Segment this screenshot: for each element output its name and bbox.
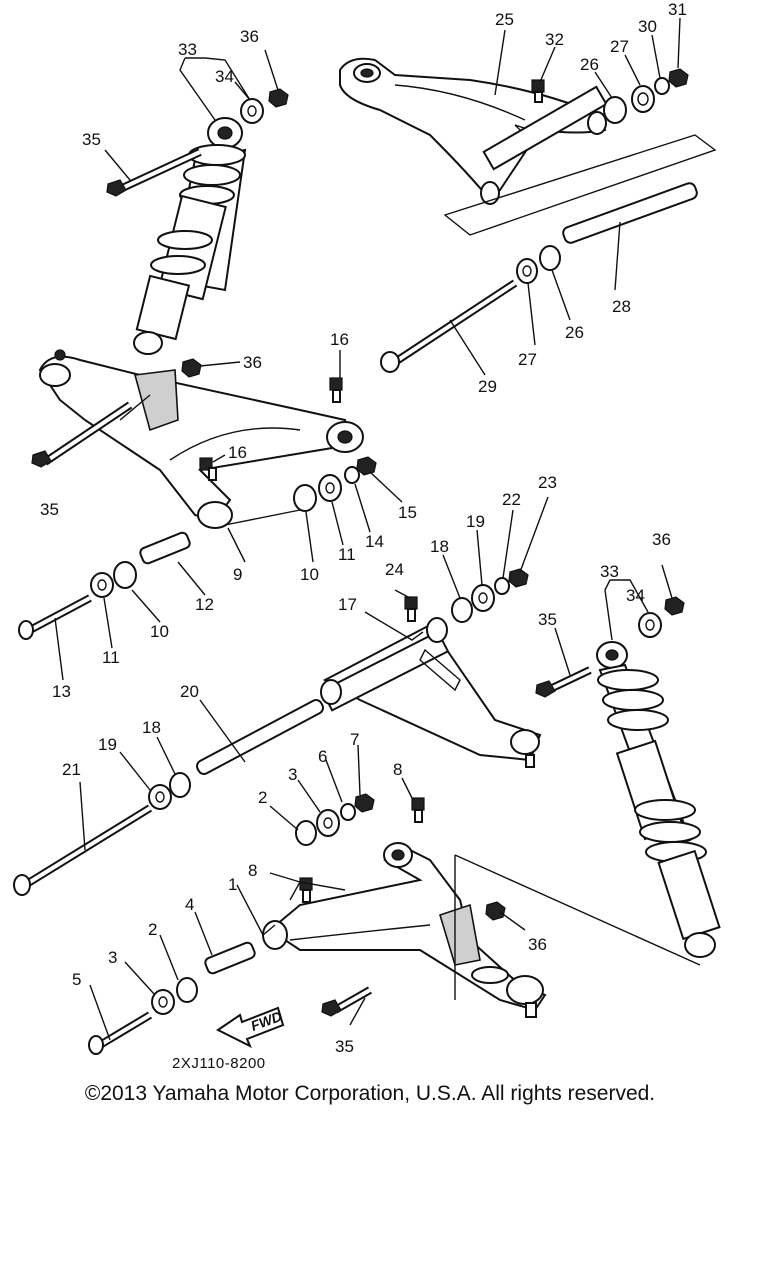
collar-20 <box>196 699 324 775</box>
bushing-set-18-23 <box>451 568 529 623</box>
bushing-set-2-7 <box>295 793 375 846</box>
grease-nipple-8-left <box>299 877 313 903</box>
callout-24: 24 <box>385 560 404 579</box>
callout-35b: 35 <box>40 500 59 519</box>
callout-19: 19 <box>466 512 485 531</box>
nut-36-upper <box>268 88 289 108</box>
callout-31: 31 <box>668 0 687 19</box>
callout-13: 13 <box>52 682 71 701</box>
bushing-2-3-lower <box>151 977 198 1015</box>
callout-36b: 36 <box>243 353 262 372</box>
shock-absorber-33-lower <box>596 641 721 958</box>
callout-35c: 35 <box>538 610 557 629</box>
bolt-35-right <box>535 666 592 698</box>
grease-nipple-32 <box>531 79 545 103</box>
callout-3: 3 <box>288 765 297 784</box>
callout-18b: 18 <box>142 718 161 737</box>
callout-5: 5 <box>72 970 81 989</box>
callout-11b: 11 <box>102 648 120 667</box>
copyright-notice: ©2013 Yamaha Motor Corporation, U.S.A. A… <box>84 1082 656 1105</box>
callout-34: 34 <box>215 67 234 86</box>
bolt-35-upper <box>106 148 202 197</box>
callout-26b: 26 <box>565 323 584 342</box>
callout-19b: 19 <box>98 735 117 754</box>
callout-36d: 36 <box>528 935 547 954</box>
bolt-21 <box>13 804 153 896</box>
bushing-set-10-15 <box>293 456 377 512</box>
callout-10: 10 <box>300 565 319 584</box>
lower-arm-left-9 <box>38 349 364 529</box>
bushing-set-top <box>603 68 689 124</box>
bolt-5 <box>88 1011 153 1055</box>
collar-12 <box>139 531 191 565</box>
callout-4: 4 <box>185 895 194 914</box>
bushing-34-upper <box>240 98 264 124</box>
callout-10b: 10 <box>150 622 169 641</box>
drawing-code: 2XJ110-8200 <box>172 1055 266 1072</box>
callout-2b: 2 <box>148 920 157 939</box>
callout-7: 7 <box>350 730 359 749</box>
callout-16: 16 <box>330 330 349 349</box>
bushing-34-lower <box>638 612 662 638</box>
callout-3b: 3 <box>108 948 117 967</box>
collar-4 <box>204 941 256 975</box>
upper-arm-17 <box>320 617 542 768</box>
callout-29: 29 <box>478 377 497 396</box>
callout-30: 30 <box>638 17 657 36</box>
grease-nipple-8-right <box>411 797 425 823</box>
bushing-10-11-lower <box>90 561 137 598</box>
bolt-35-bottom <box>321 986 372 1017</box>
grease-nipple-16-upper <box>329 377 343 403</box>
bolt-13 <box>18 594 92 640</box>
exploded-parts-diagram: FWD 2XJ110-8200 <box>13 0 721 1072</box>
callout-33b: 33 <box>600 562 619 581</box>
fwd-arrow-icon: FWD <box>216 1006 285 1049</box>
callout-1: 1 <box>228 875 237 894</box>
callout-12: 12 <box>195 595 214 614</box>
callout-36c: 36 <box>652 530 671 549</box>
bolt-29 <box>380 279 518 373</box>
callout-9: 9 <box>233 565 242 584</box>
callout-8: 8 <box>393 760 402 779</box>
collar-28 <box>562 182 698 244</box>
callout-33: 33 <box>178 40 197 59</box>
nut-36-right <box>664 596 685 616</box>
grease-nipple-16-lower <box>199 457 217 481</box>
bushing-set-lower <box>516 245 561 284</box>
callout-labels: 25 32 26 27 30 31 28 26 27 29 33 34 36 3… <box>40 0 687 1056</box>
callout-25: 25 <box>495 10 514 29</box>
lower-arm-1 <box>262 842 547 1018</box>
callout-11: 11 <box>338 545 356 564</box>
nut-36-mid <box>181 358 202 378</box>
callout-34b: 34 <box>626 586 645 605</box>
callout-32: 32 <box>545 30 564 49</box>
callout-14: 14 <box>365 532 384 551</box>
callout-36: 36 <box>240 27 259 46</box>
callout-27b: 27 <box>518 350 537 369</box>
callout-27: 27 <box>610 37 629 56</box>
bolt-35-mid <box>31 401 133 468</box>
callout-22: 22 <box>502 490 521 509</box>
callout-35d: 35 <box>335 1037 354 1056</box>
bushing-18-19-lower <box>148 772 191 810</box>
callout-26: 26 <box>580 55 599 74</box>
nut-36-bottom <box>485 901 506 921</box>
grease-nipple-24 <box>404 596 418 622</box>
callout-17: 17 <box>338 595 357 614</box>
callout-28: 28 <box>612 297 631 316</box>
callout-6: 6 <box>318 747 327 766</box>
shock-absorber-33-upper <box>133 117 247 355</box>
leader-lines <box>54 17 681 1041</box>
callout-2: 2 <box>258 788 267 807</box>
callout-18: 18 <box>430 537 449 556</box>
callout-8b: 8 <box>248 861 257 880</box>
callout-21: 21 <box>62 760 81 779</box>
upper-arm-25 <box>339 57 608 205</box>
callout-35: 35 <box>82 130 101 149</box>
callout-20: 20 <box>180 682 199 701</box>
callout-16b: 16 <box>228 443 247 462</box>
callout-15: 15 <box>398 503 417 522</box>
callout-23: 23 <box>538 473 557 492</box>
